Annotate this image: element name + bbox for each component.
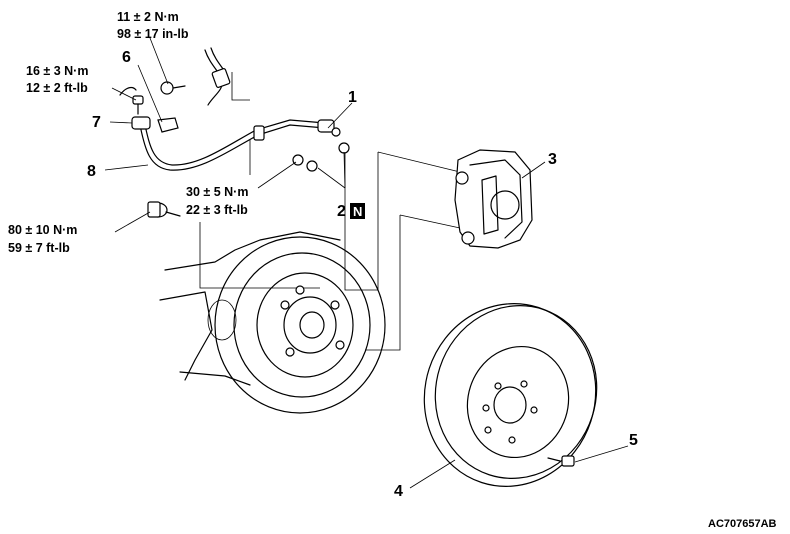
callout-numbers: 1 2 N 3 4 5 6 7 8 <box>87 49 638 500</box>
torque-hub-80nm-imperial: 59 ± 7 ft-lb <box>8 241 70 255</box>
torque-bolt-11nm: 11 ± 2 N·m <box>117 10 179 24</box>
torque-bolt-11nm-imperial: 98 ± 17 in-lb <box>117 27 189 41</box>
brake-disc <box>423 303 598 487</box>
callout-7: 7 <box>92 114 101 131</box>
torque-labels: 11 ± 2 N·m 98 ± 17 in-lb 16 ± 3 N·m 12 ±… <box>8 10 248 255</box>
brake-pipe <box>119 47 231 106</box>
torque-bolt-16nm: 16 ± 3 N·m <box>26 64 88 78</box>
non-reusable-badge <box>350 203 365 219</box>
hose-bracket <box>157 81 186 133</box>
torque-caliper-30nm-imperial: 22 ± 3 ft-lb <box>186 203 248 217</box>
brake-hose <box>131 116 341 171</box>
non-reusable-badge-text: N <box>353 204 362 219</box>
callout-2: 2 <box>337 203 346 220</box>
callout-6: 6 <box>122 49 131 66</box>
alignment-lines <box>199 72 461 351</box>
leader-lines <box>104 37 629 489</box>
callout-8: 8 <box>87 163 96 180</box>
brake-caliper <box>454 149 533 249</box>
callout-1: 1 <box>348 89 357 106</box>
hub-bolt <box>147 201 181 218</box>
disc-screw <box>547 455 575 467</box>
callout-5: 5 <box>629 432 638 449</box>
torque-bolt-16nm-imperial: 12 ± 2 ft-lb <box>26 81 88 95</box>
figure-code: AC707657AB <box>708 518 777 530</box>
knuckle-backing-plate <box>159 231 386 414</box>
torque-caliper-30nm: 30 ± 5 N·m <box>186 185 248 199</box>
torque-hub-80nm: 80 ± 10 N·m <box>8 223 77 237</box>
caliper-bolts <box>292 142 350 172</box>
callout-4: 4 <box>394 483 403 500</box>
bracket-bolt <box>132 95 144 115</box>
callout-3: 3 <box>548 151 557 168</box>
